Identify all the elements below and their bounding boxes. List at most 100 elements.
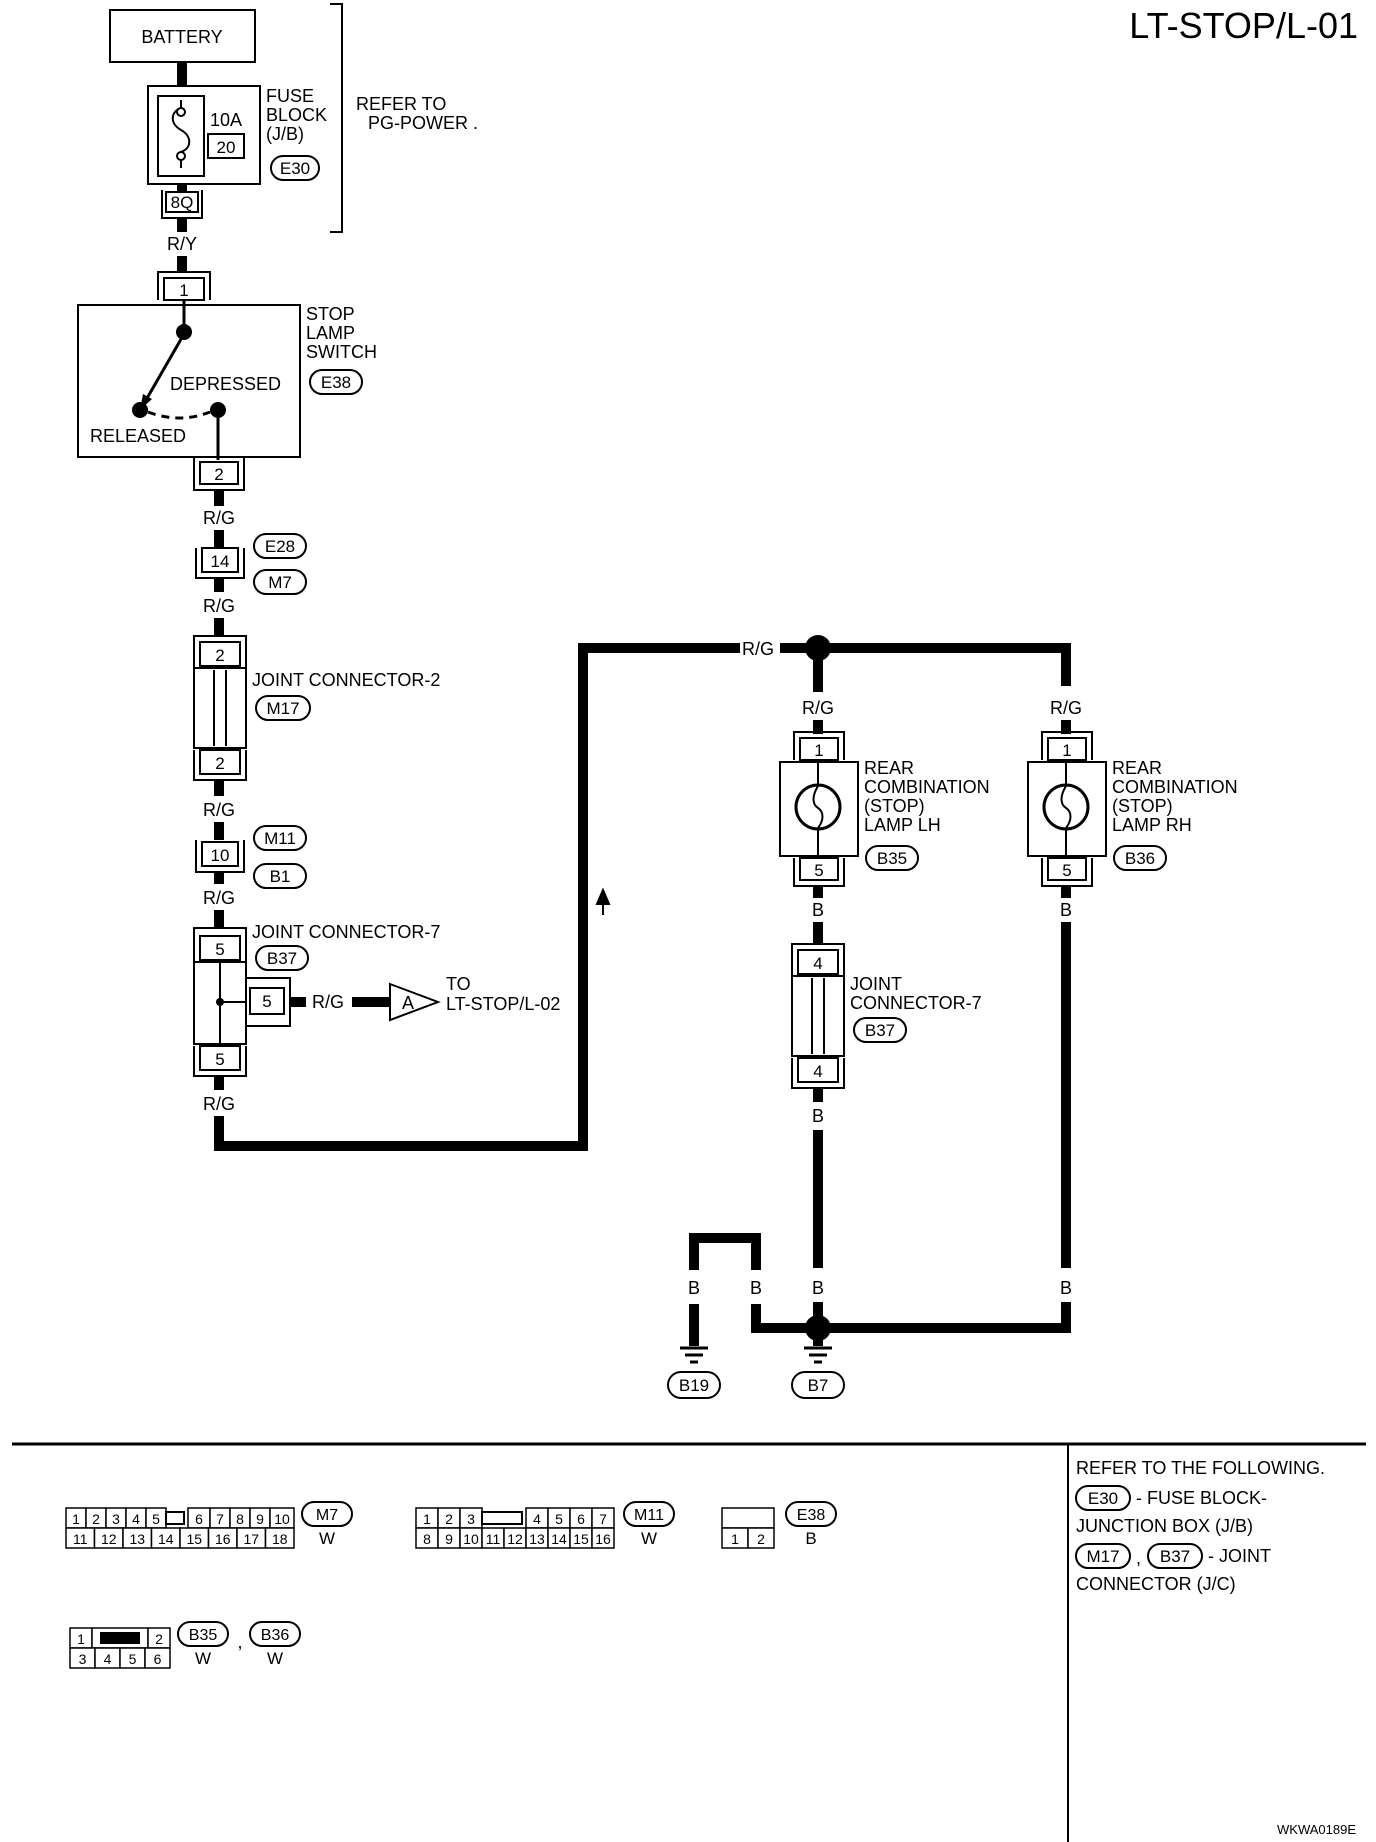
offpage-line2: LT-STOP/L-02 (446, 994, 560, 1014)
wire-label-rg-branch: R/G (312, 992, 344, 1012)
refer-line2: PG-POWER . (368, 113, 478, 133)
m7-pin-top: 8 (236, 1511, 244, 1527)
inline2-conn-top: M11 (264, 829, 296, 848)
m11-pin-top: 7 (599, 1511, 607, 1527)
m7-pin-top: 4 (132, 1511, 140, 1527)
m7-color: W (319, 1529, 335, 1548)
b35-pin-top: 1 (77, 1631, 85, 1647)
wire-label-rg-5: R/G (203, 1094, 235, 1114)
jc2-pin-top: 2 (215, 646, 224, 665)
m7-pin-top: 3 (112, 1511, 120, 1527)
inline-connector-14: 14 (195, 547, 245, 579)
lamp-lh-conn-label: B35 (877, 849, 907, 868)
e38-badge-label: E38 (797, 1507, 826, 1524)
jc7-right-name-1: JOINT (850, 974, 902, 994)
lamp-rh-bulb-icon (1042, 783, 1090, 831)
jc7-left-conn-badge: B37 (255, 945, 309, 971)
b36-color: W (267, 1649, 283, 1668)
b35-color: W (195, 1649, 211, 1668)
jc7-right-conn-label: B37 (865, 1021, 895, 1040)
inline-connector-10: 10 (195, 840, 245, 873)
stop-switch-pin-top: 1 (179, 281, 188, 300)
inline2-conn-top-badge: M11 (253, 825, 307, 851)
inline2-pin: 10 (211, 846, 230, 865)
switch-released-label: RELEASED (90, 426, 186, 446)
refer-e30-text: - FUSE BLOCK- (1136, 1488, 1267, 1508)
wire-label-b-lh: B (812, 900, 824, 920)
b36-badge: B36 (249, 1621, 301, 1647)
wire-b-ground-left (689, 1233, 818, 1333)
ground-b19: B19 (667, 1346, 721, 1399)
wire-label-b-rh: B (1060, 900, 1072, 920)
e38-cell (747, 1527, 775, 1549)
fuse-amp: 10A (210, 110, 242, 130)
e38-color: B (805, 1529, 816, 1548)
lamp-lh-name-1: REAR (864, 758, 914, 778)
m11-pin-bottom: 10 (463, 1531, 479, 1547)
refer-e30-label: E30 (1088, 1489, 1118, 1508)
refer-e30-badge: E30 (1075, 1485, 1131, 1511)
refer-m17-label: M17 (1086, 1547, 1119, 1566)
m11-pin-bottom: 8 (423, 1531, 431, 1547)
m11-pin-top: 1 (423, 1511, 431, 1527)
refer-jc-text2: CONNECTOR (J/C) (1076, 1574, 1236, 1594)
lamp-rh-name-3: (STOP) (1112, 796, 1173, 816)
battery: BATTERY (109, 9, 256, 63)
m7-pin-top: 1 (72, 1511, 80, 1527)
lamp-rh-pin-bottom: 5 (1062, 861, 1071, 880)
fuse-pin-label: 8Q (171, 193, 194, 212)
diagram-title: LT-STOP/L-01 (1129, 5, 1358, 46)
lamp-rh-name-2: COMBINATION (1112, 777, 1238, 797)
fuse-block: 10A 20 (147, 85, 261, 185)
jc7-right-conn-badge: B37 (853, 1017, 907, 1043)
ground-b19-icon (680, 1346, 708, 1364)
fuse-name-line2: BLOCK (266, 105, 327, 125)
stop-switch-conn-badge: E38 (309, 369, 363, 395)
ground-left-label: B19 (679, 1376, 709, 1395)
wire-label-b-jc: B (812, 1106, 824, 1126)
stop-switch-conn-label: E38 (321, 373, 351, 392)
stop-switch-pin-bottom: 2 (214, 465, 223, 484)
fuse-number: 20 (217, 138, 236, 157)
inline1-conn-bottom: M7 (268, 573, 292, 592)
lamp-lh-conn-badge: B35 (865, 845, 919, 871)
refer-line1: REFER TO (356, 94, 446, 114)
m7-pin-top: 2 (92, 1511, 100, 1527)
ground-right-label: B7 (808, 1376, 829, 1395)
m7-pin-bottom: 17 (243, 1531, 259, 1547)
m11-badge-label: M11 (634, 1507, 664, 1524)
inline1-conn-top: E28 (265, 537, 295, 556)
fuse-pin-8q: 8Q (161, 190, 203, 219)
refer-e30-text2: JUNCTION BOX (J/B) (1076, 1516, 1253, 1536)
wire-label-b-g1: B (688, 1278, 700, 1298)
jc7-left-name: JOINT CONNECTOR-7 (252, 922, 440, 942)
stop-lamp-switch: DEPRESSED RELEASED (77, 300, 301, 460)
lamp-lh-pin-top: 1 (814, 741, 823, 760)
m7-pin-top: 7 (216, 1511, 224, 1527)
jc2-pin-bottom: 2 (215, 754, 224, 773)
lamp-rh-conn-badge: B36 (1113, 845, 1167, 871)
m11-pin-top: 2 (445, 1511, 453, 1527)
e38-housing (721, 1507, 775, 1529)
m7-pin-bottom: 18 (272, 1531, 288, 1547)
m11-pin-bottom: 15 (573, 1531, 589, 1547)
offpage-connector-a: A (389, 982, 441, 1022)
m7-pin-bottom: 16 (215, 1531, 231, 1547)
fuse-name-line1: FUSE (266, 86, 314, 106)
wire-b-bottom (818, 1302, 1071, 1333)
m11-key-icon (481, 1511, 523, 1525)
lamp-lh-pin-bottom: 5 (814, 861, 823, 880)
wire-label-rg-3: R/G (203, 800, 235, 820)
refer-heading: REFER TO THE FOLLOWING. (1076, 1458, 1325, 1478)
jc7-left-pin-bottom: 5 (215, 1050, 224, 1069)
inline1-conn-bottom-badge: M7 (253, 569, 307, 595)
lamp-lh-name-3: (STOP) (864, 796, 925, 816)
fuse-conn-badge: E30 (270, 155, 320, 181)
lamp-rh-name-1: REAR (1112, 758, 1162, 778)
flow-arrow-icon (595, 887, 611, 915)
stop-switch-pin-1: 1 (157, 271, 211, 301)
ground-b7: B7 (791, 1346, 845, 1399)
m7-pin-bottom: 14 (158, 1531, 174, 1547)
jc2-name: JOINT CONNECTOR-2 (252, 670, 440, 690)
jc7-left-conn-label: B37 (267, 949, 297, 968)
